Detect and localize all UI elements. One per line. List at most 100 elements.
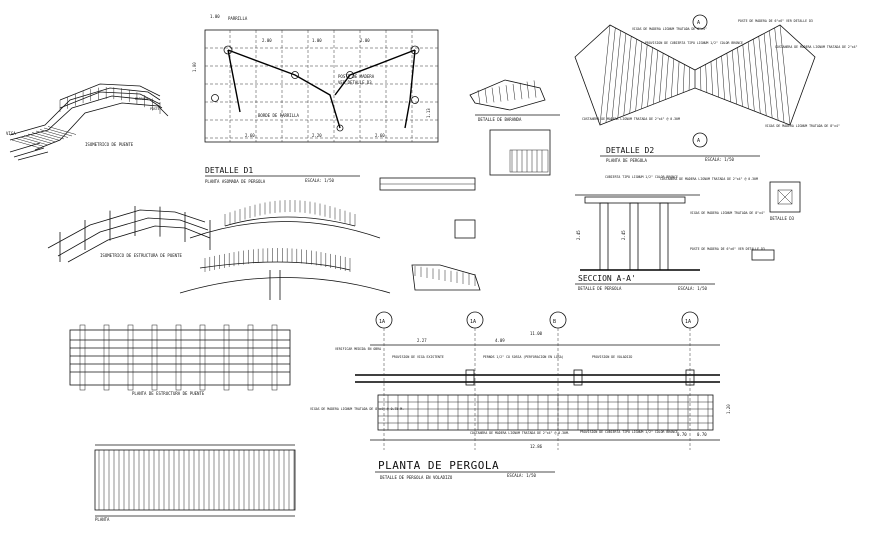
cad-line bbox=[47, 126, 77, 135]
cad-line bbox=[35, 130, 65, 140]
cad-line bbox=[665, 55, 669, 100]
cad-line bbox=[685, 369, 695, 386]
bridge-plan: PLANTA bbox=[94, 444, 296, 522]
cad-line bbox=[27, 133, 57, 143]
bridge-structure-isometric: ISOMETRICO DE ESTRUCTURA DE PUENTE bbox=[47, 206, 211, 263]
cad-line bbox=[705, 64, 708, 93]
svg-text:VIGAS DE MADERA LIGNUM TRATADA: VIGAS DE MADERA LIGNUM TRATADA DE 8"x4" … bbox=[310, 407, 404, 411]
svg-text:A: A bbox=[697, 138, 700, 144]
svg-text:11.00: 11.00 bbox=[530, 331, 543, 336]
detalle-d2-title: DETALLE D2 bbox=[606, 146, 654, 155]
cad-line bbox=[605, 27, 616, 123]
cad-line bbox=[737, 47, 743, 107]
svg-text:12.86: 12.86 bbox=[530, 444, 543, 449]
baranda-detail: DETALLE DE BARANDA bbox=[379, 79, 560, 239]
planta-pergola-title: PLANTA DE PERGOLA bbox=[378, 459, 499, 472]
svg-text:BARANDA: BARANDA bbox=[135, 97, 149, 101]
iso-label: VIGA bbox=[6, 131, 16, 136]
svg-text:VER DETALLE D3: VER DETALLE D3 bbox=[338, 80, 372, 85]
cad-line bbox=[659, 53, 664, 102]
cad-line bbox=[700, 67, 702, 91]
svg-text:COSTANERA DE MADERA LIGNUM TRA: COSTANERA DE MADERA LIGNUM TRATADA DE 2"… bbox=[775, 45, 858, 49]
svg-text:PLANTA DE PERGOLA: PLANTA DE PERGOLA bbox=[606, 158, 648, 163]
svg-text:PLANTA DE ESTRUCTURA DE PUENTE: PLANTA DE ESTRUCTURA DE PUENTE bbox=[132, 391, 205, 396]
cad-line bbox=[247, 324, 254, 391]
svg-text:VIGAS DE MADERA LIGNUM TRATADA: VIGAS DE MADERA LIGNUM TRATADA DE 8"x4" bbox=[632, 27, 707, 31]
svg-text:4.09: 4.09 bbox=[495, 338, 505, 343]
cad-line bbox=[617, 33, 627, 119]
cad-line bbox=[599, 202, 609, 271]
cad-line bbox=[629, 39, 637, 114]
cad-line bbox=[484, 88, 488, 104]
cad-line bbox=[375, 311, 393, 329]
svg-text:PROVISION DE CUBIERTA TIPO LIG: PROVISION DE CUBIERTA TIPO LIGNUM 1/2" C… bbox=[580, 430, 678, 434]
cad-line bbox=[681, 311, 699, 329]
svg-text:2.45: 2.45 bbox=[621, 230, 626, 240]
cad-line bbox=[710, 61, 714, 95]
svg-text:VERIFICAR MEDIDA EN OBRA: VERIFICAR MEDIDA EN OBRA bbox=[335, 347, 381, 351]
cad-line bbox=[682, 64, 685, 93]
svg-text:POSTE DE MADERA DE 6"x6" VER D: POSTE DE MADERA DE 6"x6" VER DETALLE D3 bbox=[738, 19, 813, 23]
svg-text:PARRILLA: PARRILLA bbox=[228, 16, 248, 21]
svg-text:POSTE DE MADERA: POSTE DE MADERA bbox=[338, 74, 375, 79]
svg-text:POSTE DE MADERA DE 6"x6" VER D: POSTE DE MADERA DE 6"x6" VER DETALLE D3 bbox=[690, 247, 765, 251]
svg-text:PROVISION DE CUBIERTA TIPO LIG: PROVISION DE CUBIERTA TIPO LIGNUM 1/2" C… bbox=[645, 41, 743, 45]
cad-line bbox=[31, 132, 61, 141]
cad-line: 1A bbox=[379, 319, 385, 325]
svg-text:PLANTA: PLANTA bbox=[95, 517, 110, 522]
cad-line bbox=[199, 324, 206, 391]
cad-line bbox=[779, 24, 791, 126]
svg-text:VIGAS DE MADERA LIGNUM TRATADA: VIGAS DE MADERA LIGNUM TRATADA DE 8"x4" bbox=[765, 124, 840, 128]
svg-text:2.00: 2.00 bbox=[360, 38, 370, 43]
svg-text:DETALLE D3: DETALLE D3 bbox=[770, 216, 795, 221]
svg-text:VIGAS DE MADERA LIGNUM TRATADA: VIGAS DE MADERA LIGNUM TRATADA DE 8"x4" bbox=[690, 211, 765, 215]
cad-line bbox=[721, 55, 725, 100]
svg-text:PLANTA ASOMADA DE PERGOLA: PLANTA ASOMADA DE PERGOLA bbox=[205, 179, 266, 184]
cad-line bbox=[512, 83, 516, 101]
cad-line bbox=[653, 50, 659, 105]
cad-line bbox=[43, 127, 73, 137]
cad-line: B bbox=[553, 319, 556, 325]
cad-line bbox=[716, 58, 719, 98]
cad-line bbox=[466, 311, 484, 329]
cad-line bbox=[549, 311, 567, 329]
cad-line: 1A bbox=[685, 319, 691, 325]
cad-line bbox=[498, 86, 502, 102]
svg-text:COSTANERA DE MADERA LIGNUM TRA: COSTANERA DE MADERA LIGNUM TRATADA DE 2"… bbox=[660, 177, 758, 181]
svg-text:ISOMETRICO DE ESTRUCTURA DE PU: ISOMETRICO DE ESTRUCTURA DE PUENTE bbox=[100, 253, 182, 258]
cad-line bbox=[175, 324, 182, 391]
svg-text:2.60: 2.60 bbox=[375, 133, 385, 138]
svg-text:1.00: 1.00 bbox=[192, 62, 197, 72]
svg-text:COSTANERA DE MADERA LIGNUM TRA: COSTANERA DE MADERA LIGNUM TRATADA DE 2"… bbox=[470, 431, 570, 435]
cad-line bbox=[758, 36, 767, 116]
svg-text:ESCALA: 1/50: ESCALA: 1/50 bbox=[507, 473, 536, 478]
detalle-d1-title: DETALLE D1 bbox=[205, 166, 253, 175]
cad-line bbox=[15, 138, 45, 147]
svg-text:1.00: 1.00 bbox=[312, 38, 322, 43]
cad-line bbox=[19, 136, 49, 146]
cad-line bbox=[526, 81, 530, 99]
svg-text:POSTE: POSTE bbox=[150, 107, 160, 111]
svg-text:1.13: 1.13 bbox=[426, 108, 431, 118]
bridge-elevations bbox=[179, 200, 481, 300]
cad-line bbox=[271, 324, 278, 391]
cad-line bbox=[641, 44, 648, 109]
cad-line bbox=[676, 61, 680, 95]
svg-text:ESCALA: 1/50: ESCALA: 1/50 bbox=[305, 178, 334, 183]
cad-line bbox=[23, 135, 53, 144]
svg-text:1.00: 1.00 bbox=[210, 14, 220, 19]
cad-line bbox=[611, 30, 621, 121]
cad-line bbox=[491, 87, 495, 103]
cad-line bbox=[505, 85, 509, 101]
seccion-aa: CUBIERTA TIPO LIGNUM 1/2" COLOR BRONCE C… bbox=[575, 175, 765, 291]
svg-text:2.20: 2.20 bbox=[312, 133, 322, 138]
cad-line bbox=[688, 67, 690, 91]
cad-line bbox=[599, 24, 611, 126]
svg-text:ESCALA: 1/50: ESCALA: 1/50 bbox=[678, 286, 707, 291]
cad-line bbox=[769, 30, 779, 121]
cad-line bbox=[79, 324, 86, 391]
svg-text:A: A bbox=[697, 20, 700, 26]
svg-text:PERNOS 1/2" CO SOSSA (PERFORAC: PERNOS 1/2" CO SOSSA (PERFORACION EN LOS… bbox=[483, 355, 564, 359]
cad-line bbox=[635, 41, 643, 112]
